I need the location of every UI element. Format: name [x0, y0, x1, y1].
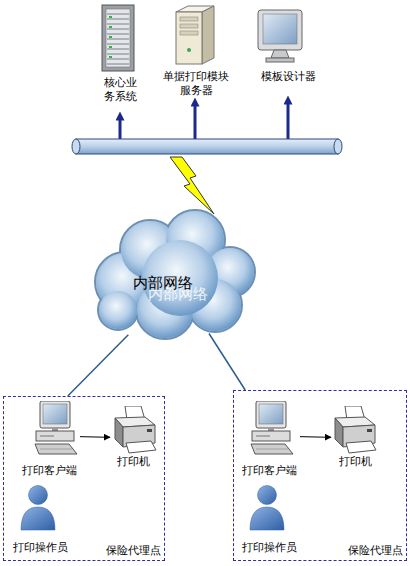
node-label: 打印机	[331, 455, 379, 469]
workstation-node: 模板设计器	[258, 6, 318, 84]
client-node: 打印客户端	[238, 400, 300, 478]
node-label: 模板设计器	[258, 70, 318, 84]
node-label: 打印客户端	[18, 464, 80, 478]
server-node: 单据打印模块 服务器	[161, 6, 231, 98]
node-label: 打印操作员	[238, 541, 300, 555]
rack-server-icon	[102, 5, 134, 71]
server-node: 核心业 务系统	[100, 4, 140, 104]
pc-icon	[35, 401, 77, 454]
group-title: 保险代理点	[106, 544, 161, 558]
person-icon	[21, 486, 55, 531]
site-group: 保险代理点 打印客户端 打印机打印操作员	[233, 390, 407, 561]
operator-node: 打印操作员	[9, 483, 71, 555]
monitor-icon	[258, 10, 302, 62]
connector-line	[209, 334, 245, 391]
connector-line	[300, 436, 331, 438]
network-bus	[72, 139, 342, 154]
pc-icon	[251, 401, 293, 454]
client-node: 打印客户端	[18, 400, 80, 478]
node-label: 打印操作员	[9, 541, 71, 555]
group-title: 保险代理点	[348, 544, 403, 558]
lightning-bolt	[170, 157, 214, 214]
network-cloud: 内部网络	[88, 210, 256, 340]
node-label: 打印机	[110, 455, 156, 469]
node-label: 打印客户端	[238, 464, 300, 478]
connector-line	[80, 436, 110, 438]
node-label: 内部网络	[133, 274, 193, 292]
uplink-arrows	[120, 100, 288, 140]
printer-icon	[335, 406, 376, 453]
node-label: 核心业 务系统	[100, 76, 140, 104]
tower-server-icon	[176, 6, 214, 64]
cloud-shape	[95, 210, 255, 339]
printer-node: 打印机	[110, 403, 156, 469]
node-label: 单据打印模块 服务器	[161, 70, 231, 98]
printer-node: 打印机	[331, 403, 379, 469]
printer-icon	[115, 406, 156, 453]
operator-node: 打印操作员	[238, 483, 300, 555]
person-icon	[250, 486, 284, 531]
site-group: 保险代理点 打印客户端 打印机打印操作员	[3, 396, 165, 561]
connector-line	[68, 335, 129, 396]
